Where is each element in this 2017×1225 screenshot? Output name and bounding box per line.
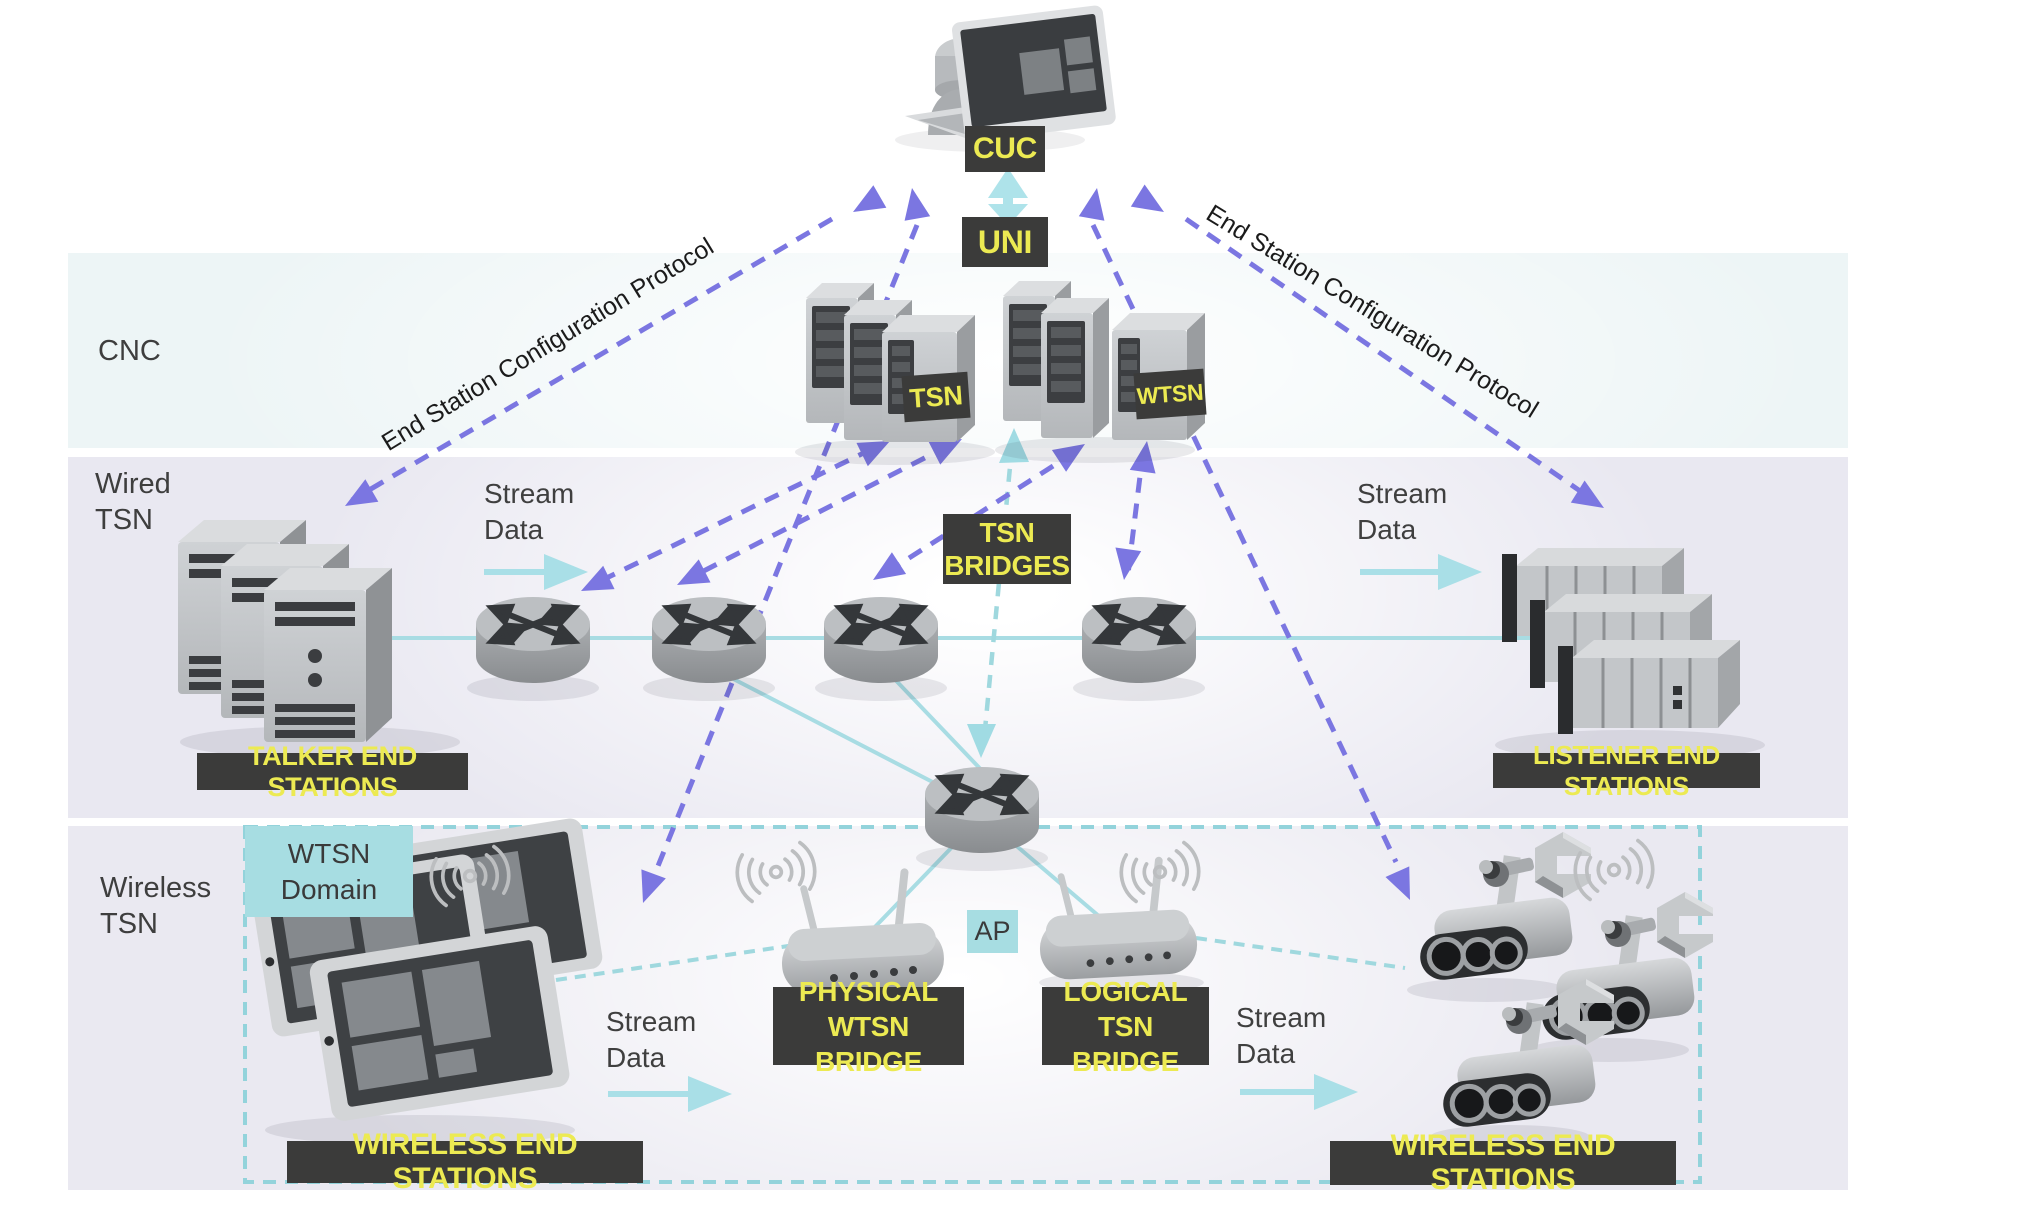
tsn-bridge-router-4 <box>1073 597 1205 701</box>
physical-wtsn-bridge-label: PHYSICAL WTSN BRIDGE <box>773 976 964 1077</box>
wtsn-domain-border <box>243 825 1702 1184</box>
wireless-end-stations-label-right: WIRELESS END STATIONS <box>1330 1129 1676 1196</box>
stream-data-label-wired-left: Stream Data <box>484 478 575 545</box>
cuc-uni-arrow <box>988 168 1028 226</box>
ap-label: AP <box>967 910 1018 953</box>
talker-end-stations-label: TALKER END STATIONS <box>197 741 468 802</box>
wireless-tsn-band-label: Wireless TSN <box>100 872 212 940</box>
cnc-band-label: CNC <box>98 333 161 369</box>
talker-end-stations-icon <box>178 520 460 758</box>
tsn-bridge-router-center <box>916 767 1048 871</box>
cnc-to-bridges-link <box>967 428 1029 758</box>
tsn-bridges-label: TSN BRIDGES <box>943 514 1071 584</box>
uni-label: UNI <box>962 217 1048 267</box>
cnc-label-text: CNC <box>98 335 161 367</box>
cuc-label: CUC <box>965 126 1045 172</box>
tsn-server-label: TSN <box>901 371 971 423</box>
listener-end-stations-icon <box>1495 546 1765 760</box>
listener-end-stations-label: LISTENER END STATIONS <box>1493 740 1760 801</box>
wireless-end-stations-label-left: WIRELESS END STATIONS <box>287 1128 643 1195</box>
wireless-robots-icon <box>1375 832 1713 1172</box>
stream-data-label-wireless-left: Stream Data <box>606 1006 697 1073</box>
wireless-tablets-icon <box>250 816 605 1145</box>
wireless-links <box>555 936 1406 982</box>
tsn-bridge-router-3 <box>815 597 947 701</box>
stream-data-arrows <box>484 554 1482 1112</box>
tsn-bridge-router-1 <box>467 597 599 701</box>
stream-data-label-wired-right: Stream Data <box>1357 478 1448 545</box>
tsn-bridge-router-2 <box>643 597 775 701</box>
wtsn-server-label: WTSN <box>1133 368 1207 420</box>
stream-data-label-wireless-right: Stream Data <box>1236 1002 1327 1069</box>
wired-tsn-band-label: Wired TSN <box>95 468 171 536</box>
logical-tsn-bridge-label: LOGICAL TSN BRIDGE <box>1042 976 1209 1077</box>
wtsn-domain-label: WTSN Domain <box>245 826 413 917</box>
